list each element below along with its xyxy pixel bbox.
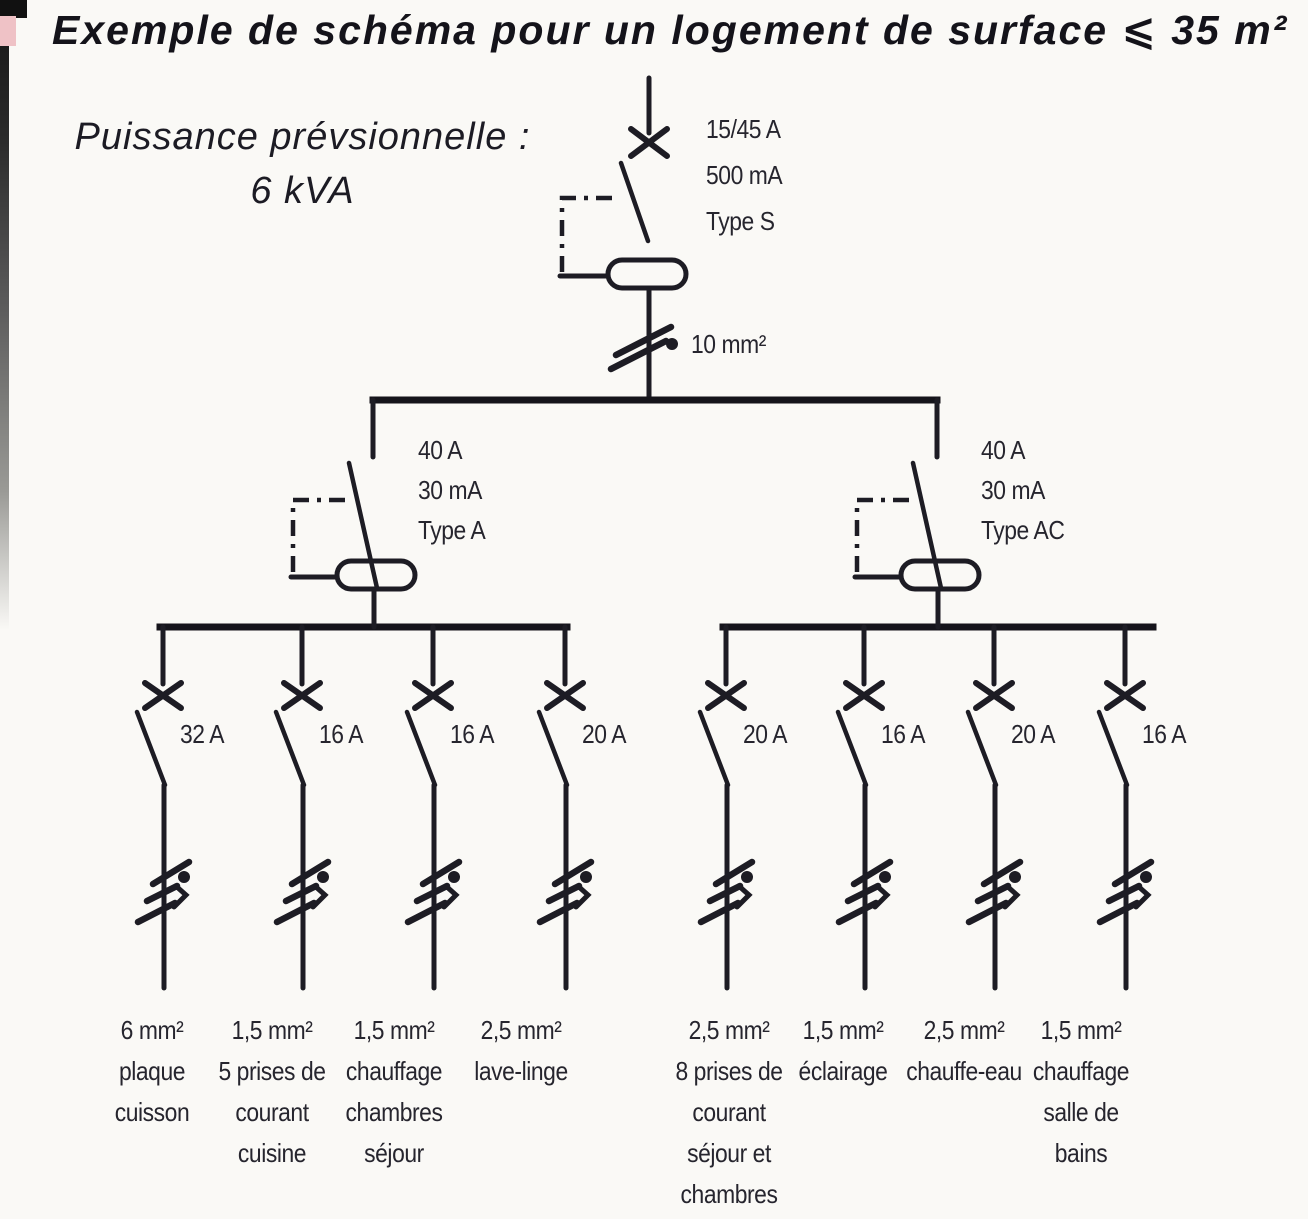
rcd-info-left: 40 A 30 mA Type A <box>418 430 486 550</box>
rcd-sensitivity: 30 mA <box>981 475 1045 505</box>
circuit-label-line: chambres <box>345 1097 443 1127</box>
circuit-wire-size: 2,5 mm² <box>480 1015 562 1045</box>
circuit-label-3: 1,5 mm² chauffage chambres séjour <box>306 1010 482 1174</box>
rcd-rating: 40 A <box>981 435 1026 465</box>
circuit-breaker-rating-2: 16 A <box>319 719 364 749</box>
circuit-label-7: 2,5 mm² chauffe-eau <box>876 1010 1052 1092</box>
circuit-breaker-symbol-2 <box>276 627 329 988</box>
circuit-label-line: lave-linge <box>474 1056 568 1086</box>
circuit-breaker-rating-8: 16 A <box>1142 719 1187 749</box>
circuit-label-line: bains <box>1054 1138 1108 1168</box>
circuit-label-line: 5 prises de <box>218 1056 326 1086</box>
page-title: Exemple de schéma pour un logement de su… <box>52 7 1289 53</box>
rcd-symbol-left <box>291 400 415 627</box>
main-breaker-sensitivity: 500 mA <box>706 160 783 190</box>
circuit-breaker-symbol-5 <box>700 627 753 988</box>
circuit-wire-size: 1,5 mm² <box>231 1015 313 1045</box>
circuit-label-line: chambres <box>680 1179 778 1209</box>
circuit-wire-size: 1,5 mm² <box>1040 1015 1122 1045</box>
circuit-breaker-rating-7: 20 A <box>1011 719 1056 749</box>
circuit-wire-size: 6 mm² <box>120 1015 184 1045</box>
rcd-symbol-right <box>855 400 979 627</box>
circuit-breaker-symbol-6 <box>838 627 891 988</box>
circuit-breaker-symbol-3 <box>407 627 460 988</box>
main-breaker-rating: 15/45 A <box>706 114 781 144</box>
rcd-rating: 40 A <box>418 435 463 465</box>
circuit-breaker-symbol-1 <box>137 627 190 988</box>
circuit-wire-size: 2,5 mm² <box>923 1015 1005 1045</box>
scan-notch-artifact <box>0 16 16 46</box>
circuit-breaker-rating-1: 32 A <box>180 719 225 749</box>
circuit-label-line: séjour <box>364 1138 424 1168</box>
circuit-breaker-symbol-4 <box>539 627 592 988</box>
main-breaker-info: 15/45 A 500 mA Type S <box>706 106 783 244</box>
scan-corner-artifact <box>0 0 27 18</box>
circuit-wire-size: 1,5 mm² <box>802 1015 884 1045</box>
circuit-label-line: séjour et <box>687 1138 771 1168</box>
power-note-line1: Puissance prévsionnelle : <box>74 116 531 158</box>
rcd-sensitivity: 30 mA <box>418 475 482 505</box>
circuit-label-line: courant <box>692 1097 766 1127</box>
circuit-label-8: 1,5 mm² chauffage salle de bains <box>993 1010 1169 1174</box>
circuit-breaker-rating-4: 20 A <box>582 719 627 749</box>
circuit-label-line: cuisine <box>237 1138 307 1168</box>
rcd-type: Type A <box>418 515 486 545</box>
rcd-info-right: 40 A 30 mA Type AC <box>981 430 1065 550</box>
circuit-breaker-symbol-7 <box>968 627 1021 988</box>
circuit-label-1: 6 mm² plaque cuisson <box>64 1010 240 1133</box>
feeder-wire-label: 10 mm² <box>691 329 766 359</box>
circuit-label-line: salle de <box>1043 1097 1119 1127</box>
circuit-label-4: 2,5 mm² lave-linge <box>433 1010 609 1092</box>
circuit-label-line: plaque <box>118 1056 186 1086</box>
circuit-label-line: chauffe-eau <box>906 1056 1022 1086</box>
circuit-breaker-rating-6: 16 A <box>881 719 926 749</box>
rcd-type: Type AC <box>981 515 1065 545</box>
circuit-label-line: chauffage <box>345 1056 443 1086</box>
circuit-label-line: 8 prises de <box>675 1056 783 1086</box>
scan-edge-artifact <box>0 0 9 630</box>
circuit-label-line: courant <box>235 1097 309 1127</box>
circuit-label-2: 1,5 mm² 5 prises de courant cuisine <box>184 1010 360 1174</box>
power-note-line2: 6 kVA <box>250 170 355 212</box>
circuit-breaker-rating-3: 16 A <box>450 719 495 749</box>
circuit-breaker-rating-5: 20 A <box>743 719 788 749</box>
circuit-label-line: chauffage <box>1032 1056 1130 1086</box>
circuit-wire-size: 2,5 mm² <box>688 1015 770 1045</box>
circuit-breaker-symbol-8 <box>1099 627 1152 988</box>
feeder-wire-section-mark <box>607 323 678 373</box>
circuit-label-line: cuisson <box>114 1097 190 1127</box>
power-note: Puissance prévsionnelle : 6 kVA <box>50 110 555 218</box>
circuit-wire-size: 1,5 mm² <box>353 1015 435 1045</box>
main-breaker-type: Type S <box>706 206 775 236</box>
circuit-label-line: éclairage <box>798 1056 888 1086</box>
main-breaker-symbol <box>557 75 689 403</box>
circuit-label-5: 2,5 mm² 8 prises de courant séjour et ch… <box>641 1010 817 1215</box>
circuit-label-6: 1,5 mm² éclairage <box>755 1010 931 1092</box>
